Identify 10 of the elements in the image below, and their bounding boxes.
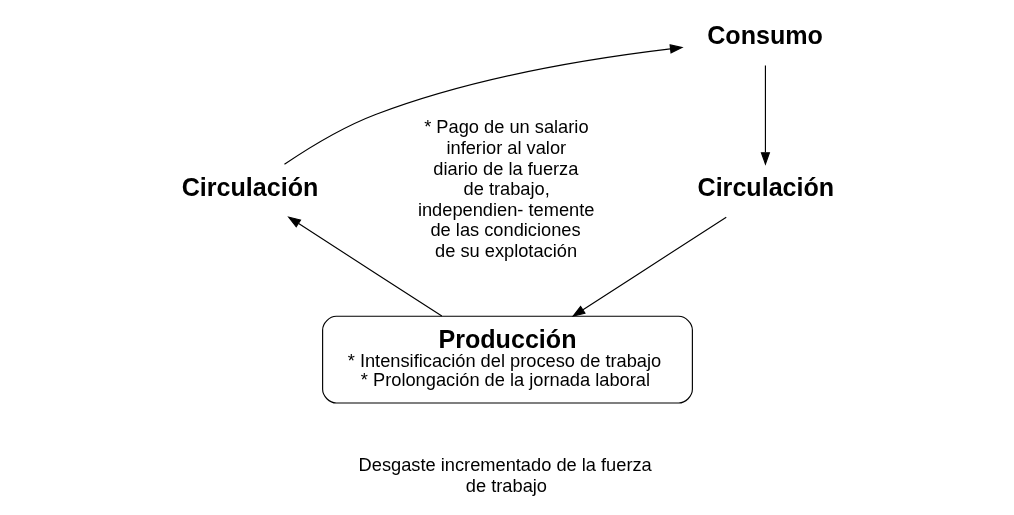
node-label: Desgaste incrementado de la fuerza de trabajo [358,454,652,496]
arrow [760,64,770,166]
arrow [283,44,684,165]
node-text: Circulación [697,172,834,201]
arrow [571,216,727,317]
node-text: Circulación [181,172,318,201]
node-text: Consumo [706,21,823,50]
node-box: Producción * Intensificación del proceso de trabajo * Prolongación de la jornada laboral [321,315,693,404]
arrow [286,216,442,317]
label: * Pago de un salario inferior al valor diario de la fuerza de trabajo, independien- temente de las condiciones de su explotación [417,116,594,261]
